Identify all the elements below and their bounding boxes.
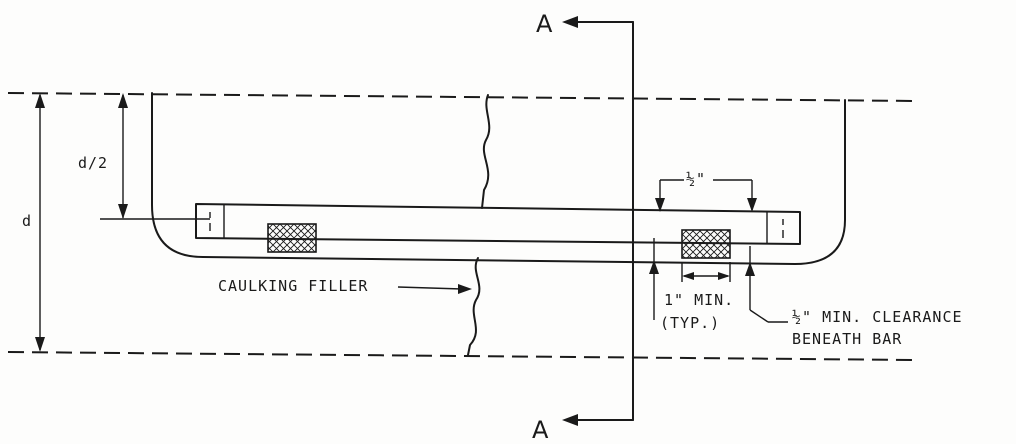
break-line-lower xyxy=(467,257,481,356)
section-arrow-bottom-head xyxy=(562,414,578,426)
block-width-arrow-right xyxy=(718,272,730,280)
bottom-boundary-dashed-line xyxy=(7,351,916,361)
dowel-bar xyxy=(195,203,801,245)
caulking-leader-arrow xyxy=(458,284,472,294)
top-boundary-dashed-line xyxy=(7,92,919,102)
dimension-d-half-label: d/2 xyxy=(78,154,108,172)
block-width-arrow-left xyxy=(682,272,694,280)
caulking-filler-block-right xyxy=(681,229,731,259)
dimension-d-label: d xyxy=(22,212,32,230)
clearance-arrow xyxy=(745,262,755,276)
one-inch-typ-label: (TYP.) xyxy=(660,314,720,332)
section-label-top: A xyxy=(536,10,553,38)
caulking-filler-label: CAULKING FILLER xyxy=(218,277,368,295)
dimension-d-arrow-top xyxy=(35,93,45,108)
clearance-label-line2: BENEATH BAR xyxy=(792,330,902,348)
dimension-d-half-arrow-top xyxy=(118,93,128,108)
caulking-filler-block-left xyxy=(267,223,317,253)
one-inch-arrow xyxy=(649,260,659,274)
slot-outline xyxy=(151,92,846,265)
half-inch-label: ½" xyxy=(686,170,706,188)
half-inch-arrow-right xyxy=(747,198,757,212)
dimension-d-arrow-bottom xyxy=(35,337,45,352)
section-arrow-top-head xyxy=(562,16,578,28)
half-inch-arrow-left xyxy=(655,198,665,212)
section-label-bottom: A xyxy=(532,416,549,444)
caulking-leader-line xyxy=(397,286,463,290)
clearance-leader-diagonal xyxy=(749,309,769,323)
clearance-label-line1: ½" MIN. CLEARANCE xyxy=(792,308,963,326)
break-line-upper xyxy=(481,94,491,209)
dimension-d-half-arrow-bottom xyxy=(118,204,128,219)
one-inch-min-label: 1" MIN. xyxy=(664,291,734,309)
